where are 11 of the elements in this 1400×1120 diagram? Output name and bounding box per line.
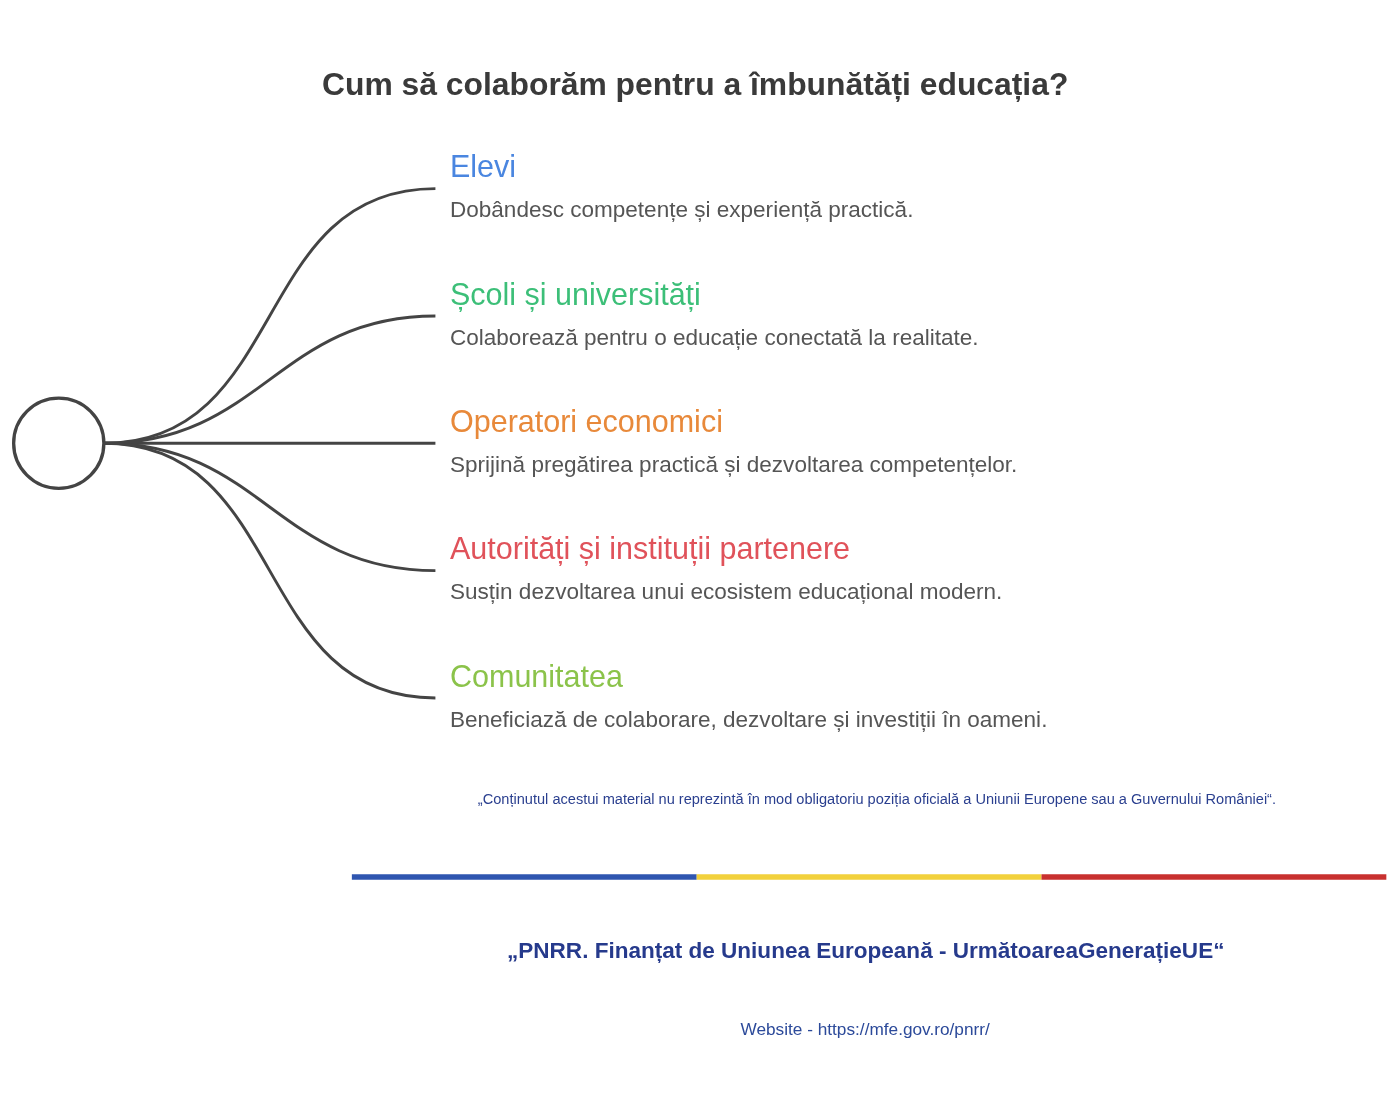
label: „PNRR. Finanțat de Uniunea Europeană - UrmătoareaGenerațieUE“ — [507, 938, 1225, 964]
label: „Conținutul acestui material nu reprezintă în mod obligatoriu poziția oficială a Uniunii Europene sau a Guvernului României“. — [477, 790, 1277, 807]
node-text: Comunitatea Beneficiază de colaborare, dezvoltare și investiții în oameni. — [450, 658, 1048, 732]
node-text: Operatori economici Sprijină pregătirea practică și dezvoltarea competențelor. — [450, 403, 1018, 477]
label: Website - https://mfe.gov.ro/pnrr/ — [740, 1019, 990, 1040]
diagram-title: Cum să colaborăm pentru a îmbunătăți educația? — [322, 65, 1069, 102]
node-text: Elevi Dobândesc competențe și experiență practică. — [450, 149, 914, 223]
connector — [103, 441, 436, 700]
node-circle — [12, 396, 106, 491]
node-text: Școli și universități Colaborează pentru o educație conectată la realitate. — [450, 276, 979, 350]
node-text: Autorități și instituții partenere Susțin dezvoltarea unui ecosistem educațional modern. — [450, 531, 1003, 605]
